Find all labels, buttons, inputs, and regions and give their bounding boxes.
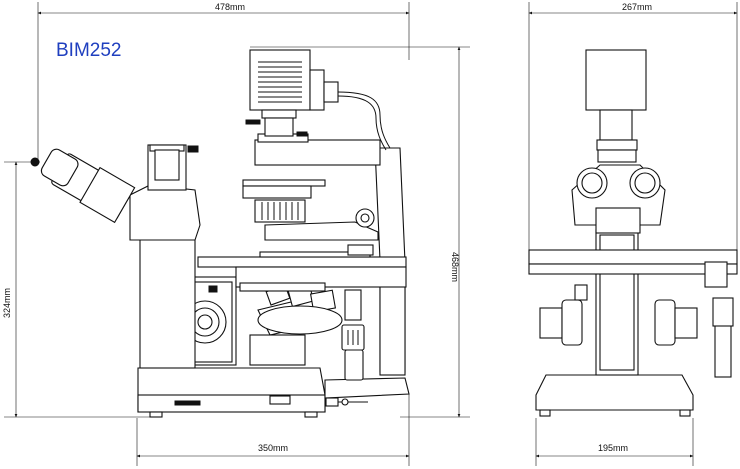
dim-side-base-width: 195mm (598, 443, 628, 453)
lamp-vent-lines (258, 61, 302, 103)
dim-overall-width: 478mm (215, 2, 245, 12)
microscope-side-view (528, 49, 738, 417)
dim-base-width: 350mm (258, 443, 288, 453)
microscope-front-view (30, 49, 410, 418)
model-name: BIM252 (56, 40, 122, 61)
objective-turret (257, 284, 343, 336)
side-focus-knobs (539, 284, 734, 378)
side-eyepieces (571, 164, 666, 234)
condenser-knurl (261, 202, 299, 220)
dim-eyepiece-height: 324mm (2, 288, 12, 318)
focus-knob (341, 324, 365, 381)
dim-overall-height: 468mm (450, 252, 460, 282)
dim-side-width: 267mm (622, 2, 652, 12)
dimension-lines (4, 2, 738, 466)
